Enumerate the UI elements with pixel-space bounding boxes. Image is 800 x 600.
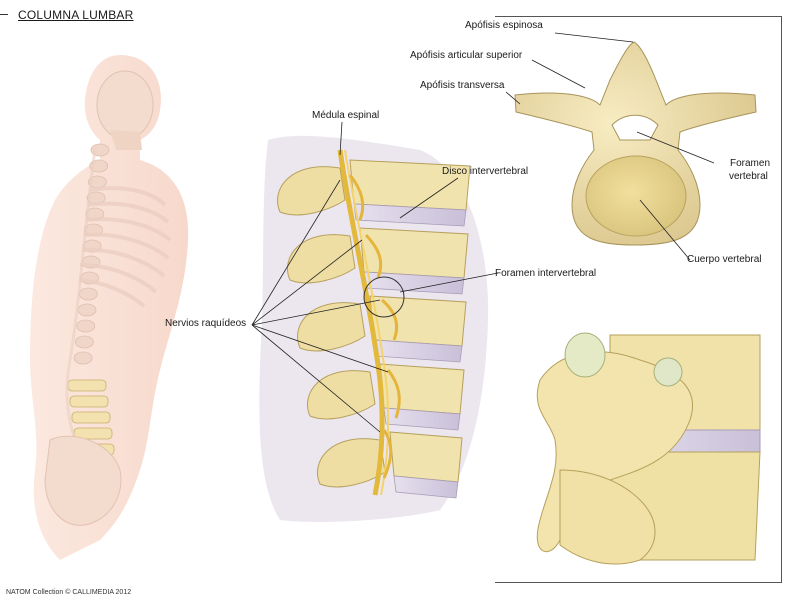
intervertebral-disc (353, 203, 467, 227)
vertebra-superior-view (514, 41, 757, 246)
copyright-credit: NATOM Collection © CALLIMEDIA 2012 (6, 589, 132, 596)
panel-frame-right (781, 16, 782, 582)
panel-frame-top (495, 16, 781, 17)
intervertebral-disc (383, 407, 461, 431)
vertebral-body (359, 227, 469, 279)
vertebra-lumbar (69, 395, 109, 408)
vertebra-thoracic (77, 303, 97, 317)
vertebral-process (277, 166, 346, 216)
vertebral-body (379, 363, 465, 415)
vertebral-process (287, 234, 356, 284)
foramen-highlight-circle (363, 276, 405, 318)
skull (96, 70, 154, 150)
vertebral-process (317, 438, 386, 488)
label-medula-espinal: Médula espinal (312, 110, 380, 121)
label-foramen-vertebral-2: vertebral (729, 171, 768, 182)
label-cuerpo-vertebral: Cuerpo vertebral (687, 254, 762, 265)
body-silhouette (30, 55, 189, 560)
label-nervios-raquideos: Nervios raquídeos (165, 318, 247, 329)
label-apofisis-espinosa: Apófisis espinosa (465, 20, 543, 31)
vertebra-thoracic (73, 351, 93, 365)
panel-frame-bottom (495, 582, 782, 583)
page-title: COLUMNA LUMBAR (18, 8, 134, 22)
vertebra-thoracic (78, 287, 98, 301)
vertebral-process (307, 370, 376, 420)
vertebral-body (389, 431, 463, 483)
vertebra-lumbar (67, 379, 107, 392)
label-apofisis-articular-superior: Apófisis articular superior (410, 50, 523, 61)
label-foramen-vertebral-1: Foramen (730, 158, 771, 169)
intervertebral-disc (393, 475, 459, 499)
vertebra-thoracic (75, 335, 94, 349)
leader-lines (251, 32, 715, 433)
lumbar-sagittal (259, 135, 489, 522)
label-apofisis-transversa: Apófisis transversa (420, 80, 505, 91)
vertebra-thoracic (76, 319, 96, 333)
vertebral-process (297, 302, 366, 352)
title-rule (0, 14, 8, 15)
vertebra-lateral-view (536, 332, 761, 565)
label-disco-intervertebral: Disco intervertebral (442, 166, 529, 177)
label-foramen-intervertebral: Foramen intervertebral (495, 268, 597, 279)
spine-column (44, 143, 172, 526)
vertebra-lumbar (71, 411, 111, 424)
